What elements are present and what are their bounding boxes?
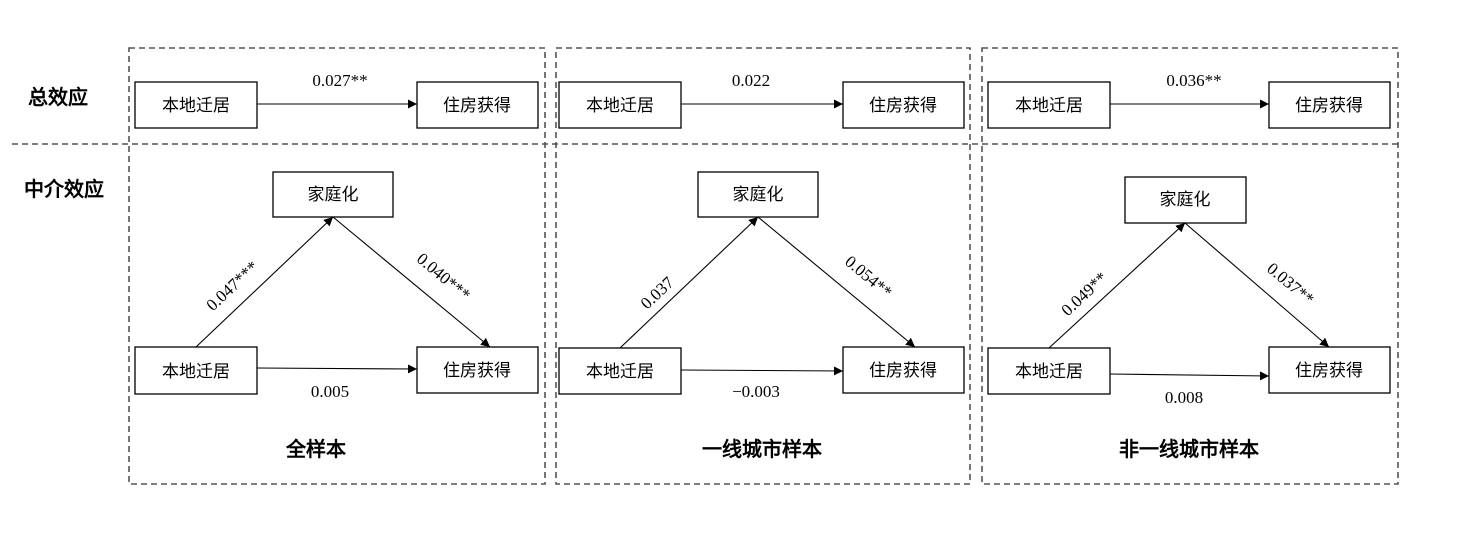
housing-label-mediation: 住房获得 <box>1295 361 1363 381</box>
path-a-coef: 0.049** <box>1058 268 1111 320</box>
migration-box-mediation <box>558 347 682 395</box>
path-b-coef: 0.037** <box>1263 259 1318 309</box>
panel-frame <box>981 47 1399 485</box>
panel-title: 非一线城市样本 <box>1119 437 1259 461</box>
path-a-coef: 0.047*** <box>202 257 262 314</box>
path-b-coef: 0.040*** <box>413 249 474 305</box>
migration-label: 本地迁居 <box>586 96 654 116</box>
path-a-arrow <box>195 216 334 348</box>
path-b-arrow <box>332 216 491 348</box>
direct-effect-arrow <box>256 364 418 374</box>
migration-box <box>987 81 1111 129</box>
housing-label: 住房获得 <box>1295 96 1363 116</box>
housing-label-mediation: 住房获得 <box>869 361 937 381</box>
total-effect-coef: 0.036** <box>1166 71 1221 90</box>
migration-box-mediation <box>987 347 1111 395</box>
direct-effect-coef: 0.005 <box>311 382 349 401</box>
mediation-effect-row-label: 中介效应 <box>24 177 104 201</box>
migration-label: 本地迁居 <box>1015 96 1083 116</box>
migration-label: 本地迁居 <box>162 96 230 116</box>
migration-box <box>134 81 258 129</box>
familization-box <box>272 171 394 218</box>
direct-effect-arrow <box>680 366 844 376</box>
path-a-coef: 0.037 <box>637 273 678 313</box>
panel-title: 全样本 <box>285 437 346 461</box>
total-effect-coef: 0.027** <box>312 71 367 90</box>
direct-effect-coef: 0.008 <box>1165 388 1203 407</box>
path-b-arrow <box>757 216 916 348</box>
housing-box-mediation <box>1268 346 1391 394</box>
familization-label: 家庭化 <box>308 185 359 205</box>
familization-box <box>1124 176 1247 224</box>
migration-label-mediation: 本地迁居 <box>586 362 654 382</box>
direct-effect-arrow <box>1109 371 1270 381</box>
housing-box-mediation <box>842 346 965 394</box>
path-a-arrow <box>619 216 759 349</box>
path-a-arrow <box>1048 222 1186 349</box>
panel-full-sample: 本地迁居 住房获得 0.027** 家庭化 本地迁居 住房获得 0.047***… <box>128 47 546 485</box>
path-b-arrow <box>1184 222 1330 348</box>
housing-box <box>1268 81 1391 129</box>
migration-label-mediation: 本地迁居 <box>162 362 230 382</box>
panel-frame <box>555 47 971 485</box>
total-effect-row-label: 总效应 <box>28 85 88 109</box>
migration-label-mediation: 本地迁居 <box>1015 362 1083 382</box>
panel-tier1-cities: 本地迁居 住房获得 0.022 家庭化 本地迁居 住房获得 0.037 0.05… <box>555 47 971 485</box>
panel-title: 一线城市样本 <box>702 437 822 461</box>
migration-box-mediation <box>134 346 258 395</box>
familization-label: 家庭化 <box>733 185 784 205</box>
housing-label-mediation: 住房获得 <box>443 361 511 381</box>
path-b-coef: 0.054** <box>841 252 896 302</box>
total-effect-coef: 0.022 <box>732 71 770 90</box>
housing-box-mediation <box>416 346 539 394</box>
housing-label: 住房获得 <box>443 96 511 116</box>
familization-label: 家庭化 <box>1160 190 1211 210</box>
migration-box <box>558 81 682 129</box>
direct-effect-coef: −0.003 <box>732 382 780 401</box>
housing-box <box>416 81 539 129</box>
housing-label: 住房获得 <box>869 96 937 116</box>
housing-box <box>842 81 965 129</box>
panel-frame <box>128 47 546 485</box>
panel-non-tier1-cities: 本地迁居 住房获得 0.036** 家庭化 本地迁居 住房获得 0.049** … <box>981 47 1399 485</box>
